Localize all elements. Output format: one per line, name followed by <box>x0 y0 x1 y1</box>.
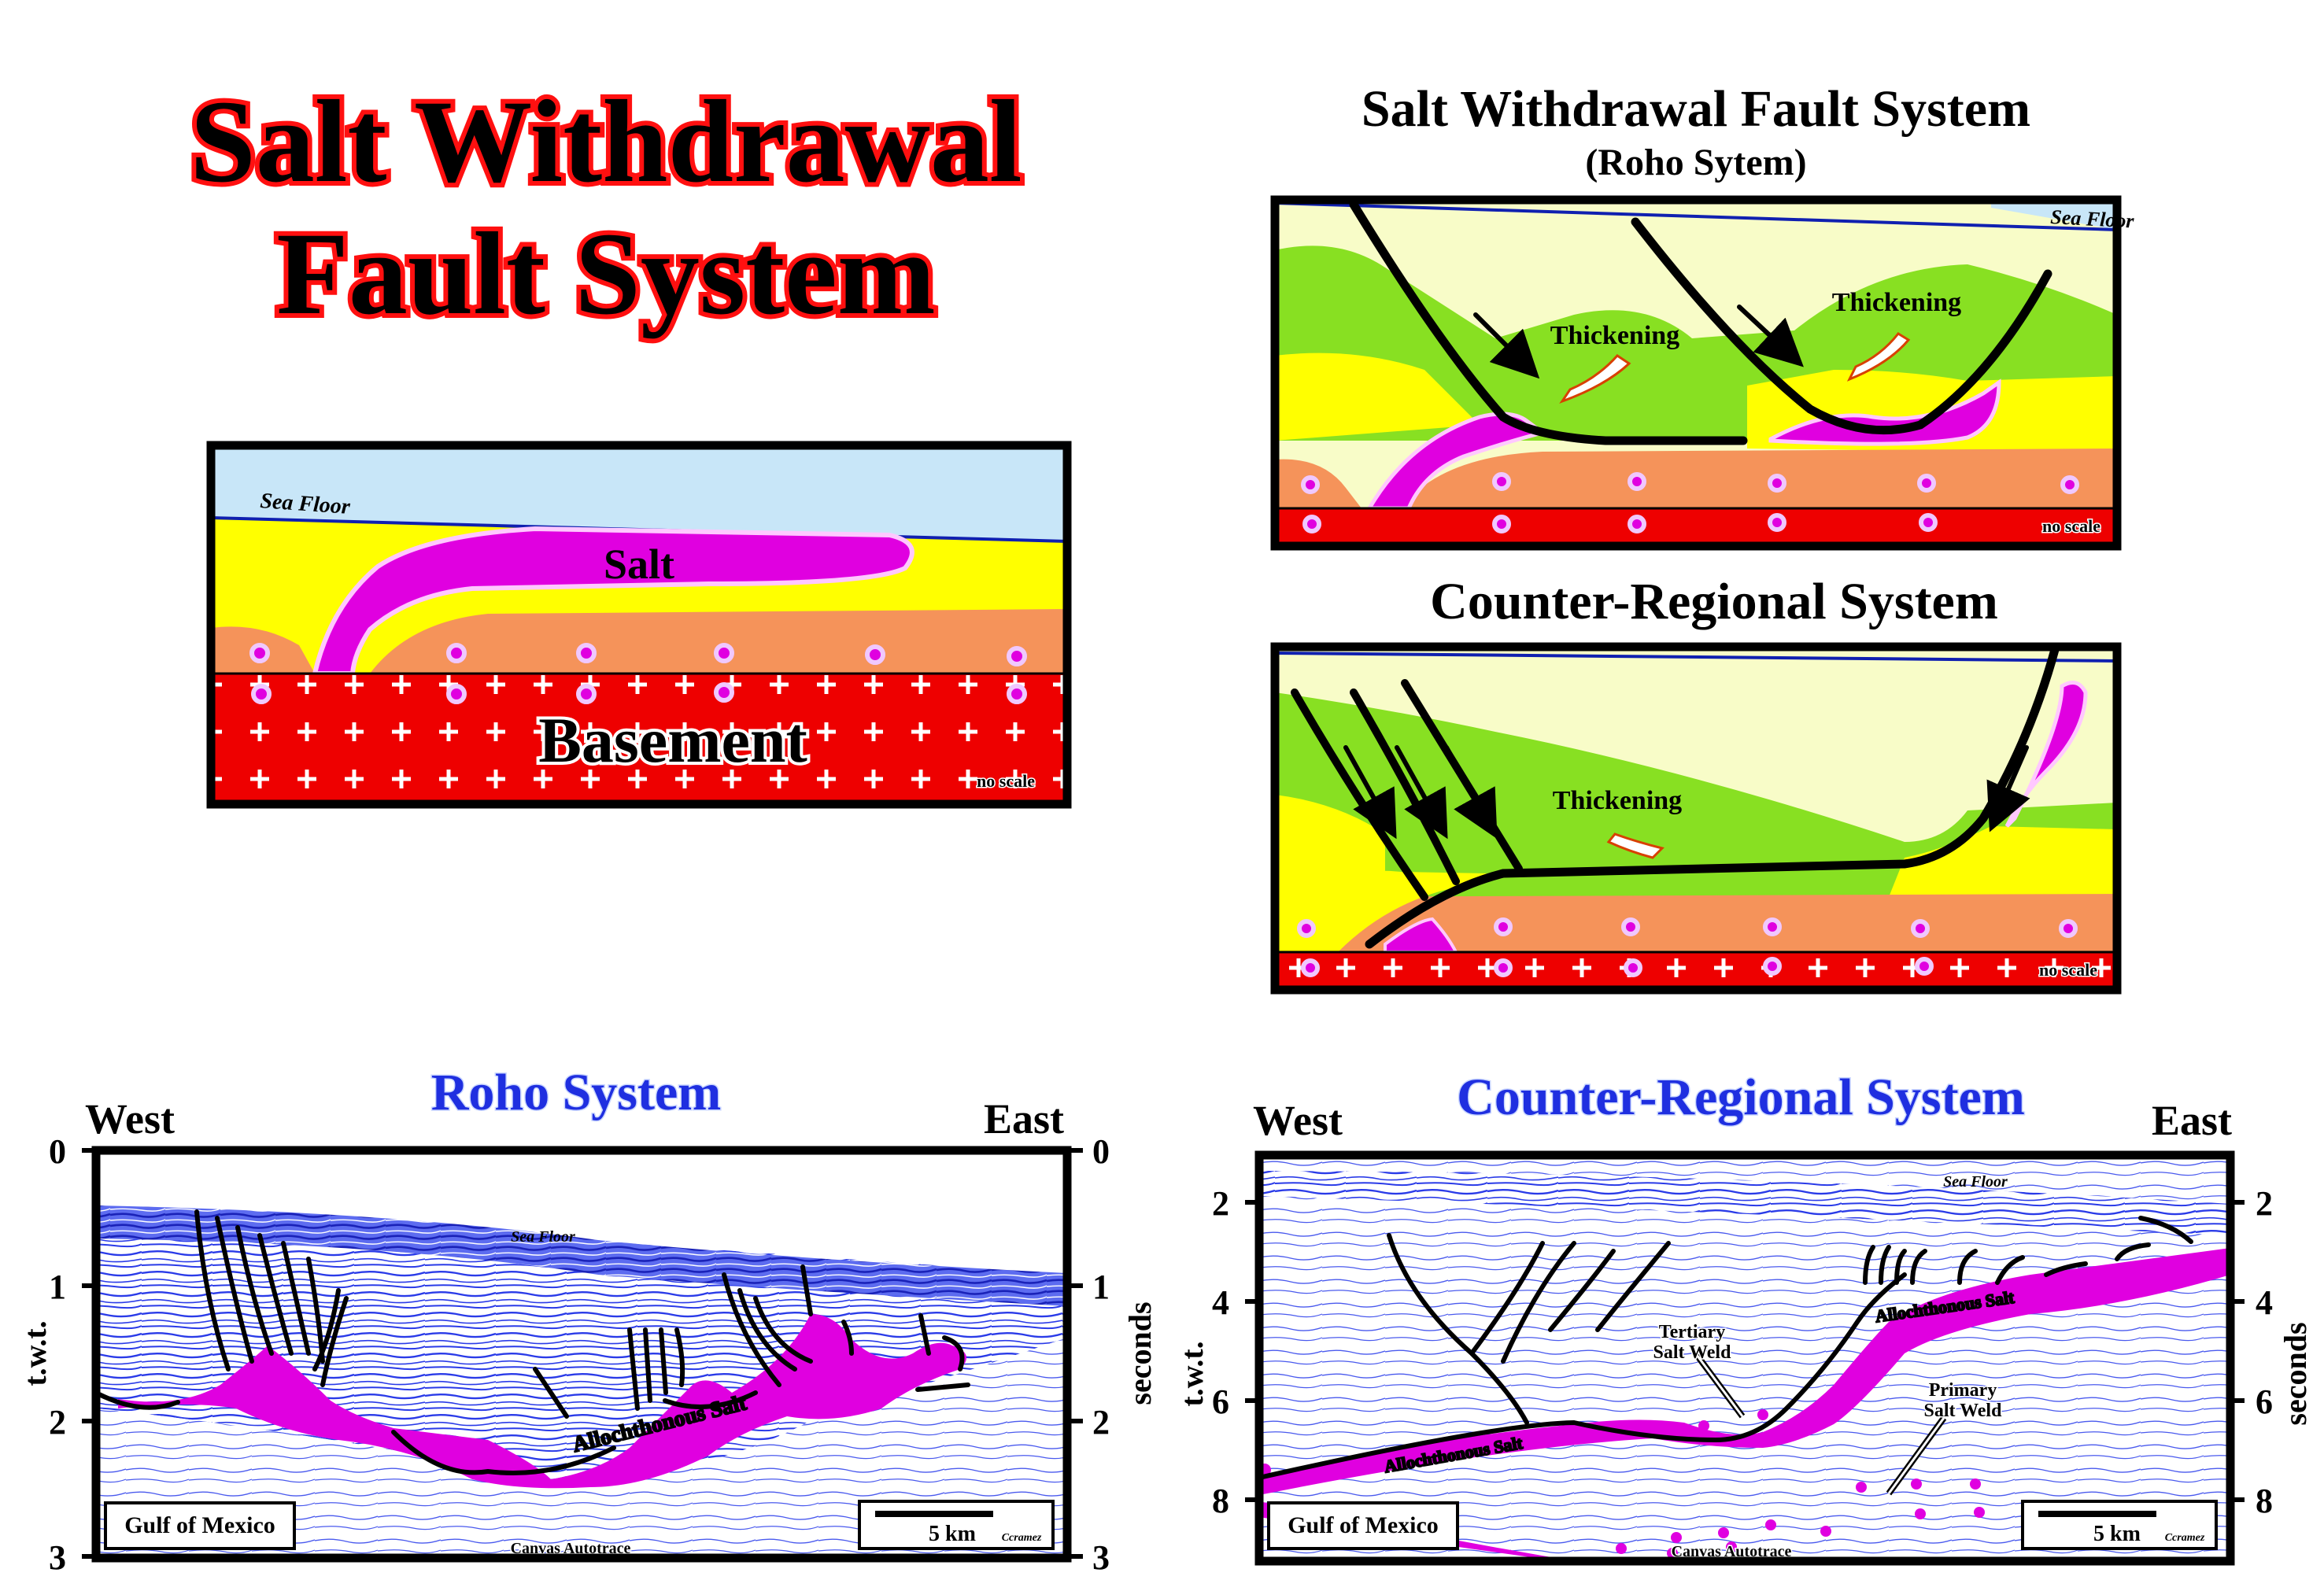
seismic-left-title: Roho System <box>431 1064 722 1121</box>
counter-panel: Counter-Regional System Thickening no sc… <box>1270 573 2122 995</box>
no-scale-label: no scale <box>2039 960 2097 980</box>
tick-right-3: 3 <box>1092 1538 1110 1577</box>
salt-dots <box>1301 472 2079 533</box>
main-title-line2: Fault System <box>276 209 935 339</box>
basement-layer <box>1275 952 2117 990</box>
roho-frame <box>1270 195 2122 551</box>
axis-label-right: seconds <box>2278 1322 2313 1425</box>
basement-layer <box>1275 508 2117 546</box>
roho-panel: Salt Withdrawal Fault System (Roho Sytem… <box>1270 80 2135 551</box>
faults <box>1291 642 2060 949</box>
seismic-water-column <box>1259 1171 2230 1235</box>
salt-body-right <box>2004 681 2088 828</box>
no-scale-label: no scale <box>977 771 1035 791</box>
axis-label-left: t.w.t. <box>1174 1341 1210 1406</box>
tick-right-2: 2 <box>1092 1403 1110 1442</box>
scale-box <box>2021 1500 2218 1550</box>
salt-body-right <box>1768 378 2001 446</box>
sea-floor-line <box>1274 201 2118 231</box>
scale-label: 5 km <box>2093 1522 2141 1546</box>
credit-label: Ccramez <box>2165 1532 2205 1544</box>
basement-frame <box>206 441 1072 809</box>
basement-panel: Sea Floor Salt Basement no scale <box>206 441 1072 809</box>
tick-right-6: 6 <box>2256 1382 2273 1421</box>
tertiary-weld-label-2: Salt Weld <box>1653 1342 1732 1363</box>
east-label: East <box>2152 1097 2232 1144</box>
primary-weld-label-2: Salt Weld <box>1924 1401 2003 1421</box>
orange-layer <box>1401 449 2117 508</box>
location-label: Gulf of Mexico <box>124 1512 275 1538</box>
location-box <box>1267 1501 1459 1550</box>
tick-left-6: 6 <box>1212 1382 1229 1421</box>
seismic-faults <box>1257 1216 2193 1480</box>
tick-left-0: 0 <box>49 1132 66 1171</box>
main-title: Salt Withdrawal Fault System <box>185 72 1026 344</box>
tick-right-8: 8 <box>2256 1482 2273 1520</box>
axis-label-left: t.w.t. <box>17 1320 53 1386</box>
faults <box>1349 200 2052 445</box>
no-scale-label: no scale <box>2042 516 2100 536</box>
sea-floor-label: Sea Floor <box>2050 205 2135 233</box>
tertiary-weld-label-1: Tertiary <box>1659 1322 1725 1342</box>
seismic-left-frame <box>91 1146 1072 1563</box>
thickening-label-1: Thickening <box>1550 321 1679 350</box>
tick-right-1: 1 <box>1092 1268 1110 1306</box>
tick-left-4: 4 <box>1212 1283 1229 1322</box>
west-label: West <box>1253 1097 1343 1144</box>
tick-right-0: 0 <box>1092 1132 1110 1171</box>
roho-panel-title: Salt Withdrawal Fault System <box>1362 80 2030 138</box>
credit-label: Ccramez <box>1002 1532 1042 1544</box>
location-box <box>104 1501 296 1550</box>
axis-label-right: seconds <box>1122 1301 1158 1405</box>
thickening-arrows <box>1559 332 1911 404</box>
counter-frame <box>1270 642 2122 995</box>
allochthonous-salt <box>1259 1248 2230 1495</box>
seismic-faults <box>94 1209 970 1475</box>
salt-dots <box>1297 917 2078 977</box>
location-label: Gulf of Mexico <box>1288 1512 1439 1538</box>
sea-floor-label: Sea Floor <box>1943 1173 2008 1191</box>
seismic-right-frame <box>1254 1150 2235 1566</box>
seismic-water-column <box>96 1205 1067 1306</box>
primary-weld-label-1: Primary <box>1929 1380 1997 1401</box>
seismic-right: Counter-Regional System West East <box>1174 1068 2313 1566</box>
tick-left-1: 1 <box>49 1268 66 1306</box>
basement-layer <box>211 674 1067 804</box>
east-label: East <box>984 1095 1064 1143</box>
scale-box <box>858 1500 1055 1550</box>
left-axis-ticks <box>82 1148 1083 1559</box>
main-title-line1: Salt Withdrawal <box>190 76 1022 207</box>
tick-right-4: 4 <box>2256 1283 2273 1322</box>
salt-dots <box>249 643 1027 704</box>
tick-left-2: 2 <box>49 1403 66 1442</box>
tick-right-2: 2 <box>2256 1184 2273 1223</box>
tick-left-3: 3 <box>49 1538 66 1577</box>
scale-label: 5 km <box>929 1522 976 1546</box>
seismic-left: Roho System West East <box>17 1063 1158 1578</box>
salt-body <box>312 526 914 676</box>
orange-layer <box>370 609 1067 674</box>
yellow-layer <box>1889 826 2117 897</box>
allochthonous-salt <box>118 1314 966 1489</box>
counter-panel-title: Counter-Regional System <box>1430 573 1998 630</box>
right-axis-ticks <box>1245 1200 2245 1502</box>
sea-floor-label: Sea Floor <box>511 1228 575 1246</box>
orange-layer <box>1275 894 2117 952</box>
sea-floor-line <box>1274 652 2118 663</box>
thickening-arrow <box>1606 832 1664 859</box>
tick-left-8: 8 <box>1212 1482 1229 1520</box>
seismic-right-title: Counter-Regional System <box>1457 1069 2025 1126</box>
roho-panel-subtitle: (Roho Sytem) <box>1585 142 1806 183</box>
thickening-label: Thickening <box>1553 786 1682 815</box>
salt-label: Salt <box>604 541 674 588</box>
west-label: West <box>85 1095 175 1143</box>
basement-label: Basement <box>538 704 807 776</box>
tick-left-2: 2 <box>1212 1184 1229 1223</box>
green-layer <box>1275 692 2117 897</box>
thickening-label-2: Thickening <box>1832 288 1961 317</box>
